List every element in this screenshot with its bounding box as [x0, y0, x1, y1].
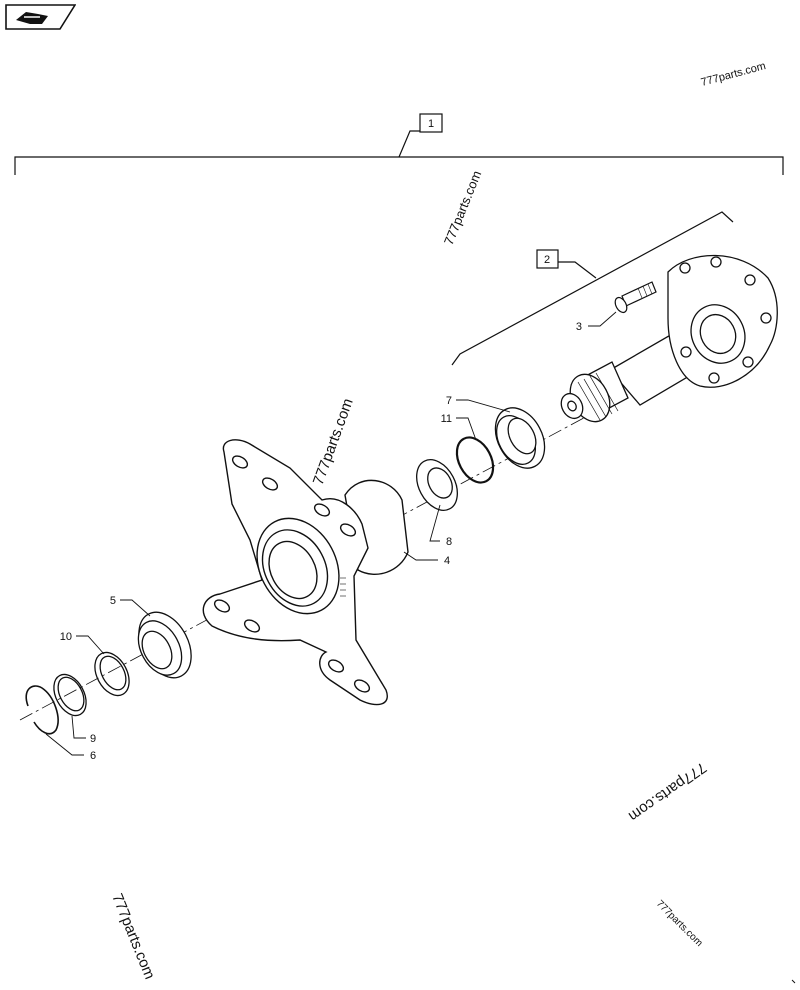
- leader-lines: [45, 311, 617, 756]
- spacer-ring-part: [94, 651, 130, 697]
- callout-3: 3: [576, 321, 582, 333]
- callout-10: 10: [60, 631, 72, 643]
- shaft-seal-part: [494, 407, 546, 469]
- stud-bolt-part: [614, 281, 657, 314]
- bearing-housing-part: [202, 439, 409, 706]
- bearing-part: [137, 611, 192, 679]
- callout-2: 2: [536, 249, 559, 269]
- watermark-text: 777parts.com: [108, 891, 158, 982]
- next-page-button[interactable]: [4, 4, 76, 30]
- callout-8: 8: [446, 536, 452, 548]
- svg-text:2: 2: [544, 254, 550, 266]
- flange-shaft-part: [560, 254, 778, 423]
- ring-part: [53, 673, 87, 717]
- next-page-arrow-icon: [16, 12, 48, 24]
- watermark-text: 777parts.com: [441, 168, 484, 247]
- assembly-bracket-1: [14, 130, 784, 175]
- assembly-bracket-2: [451, 211, 734, 366]
- svg-text:1: 1: [428, 118, 434, 130]
- callout-1: 1: [419, 113, 443, 133]
- corner-mark: [791, 979, 796, 984]
- watermark-text: 777parts.com: [625, 759, 709, 825]
- callout-5: 5: [110, 595, 116, 607]
- watermark-text: 777parts.com: [700, 60, 767, 89]
- o-ring-part: [455, 436, 495, 484]
- callout-7: 7: [446, 395, 452, 407]
- washer-part: [416, 459, 458, 511]
- watermark-text: 777parts.com: [310, 396, 357, 487]
- callout-9: 9: [90, 733, 96, 745]
- callout-4: 4: [444, 555, 450, 567]
- callout-6: 6: [90, 750, 96, 762]
- snap-ring-part: [25, 685, 59, 735]
- watermark-text: 777parts.com: [654, 898, 705, 949]
- callout-11: 11: [441, 413, 452, 425]
